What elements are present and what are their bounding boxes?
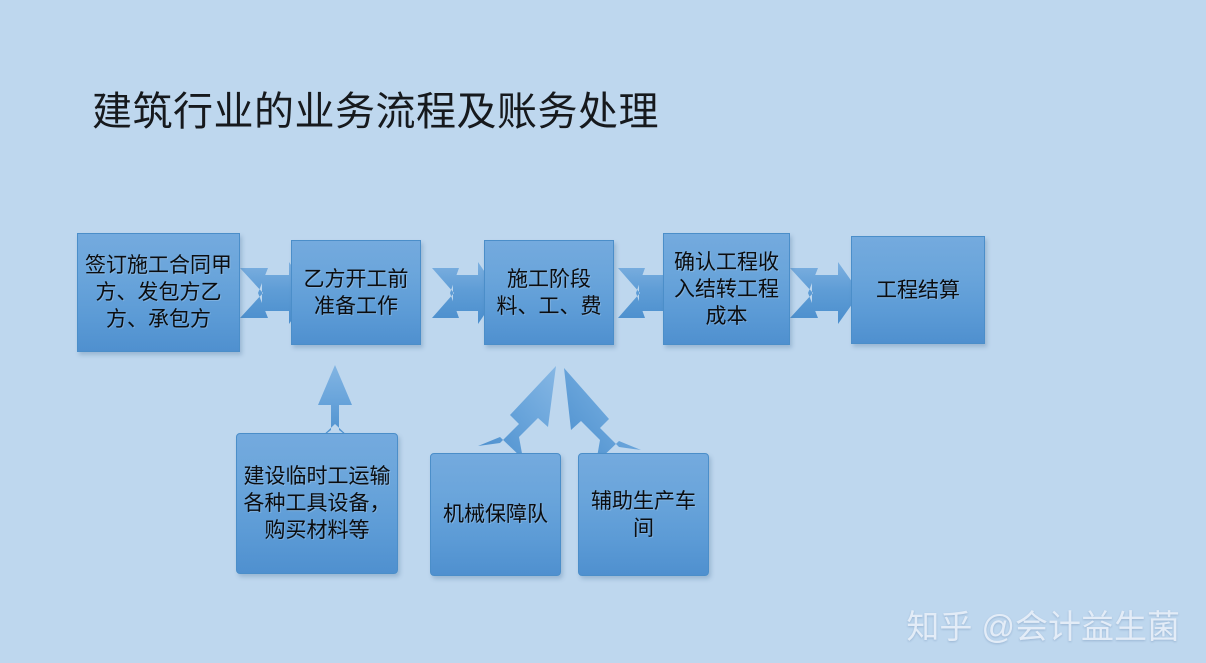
arrow-machinery-to-construct: [478, 366, 556, 459]
node-auxiliary[interactable]: 辅助生产车间: [578, 453, 709, 576]
arrow-revenue-to-settlement: [790, 262, 860, 324]
node-prep[interactable]: 乙方开工前准备工作: [291, 240, 421, 345]
node-temp-works-label: 建设临时工运输各种工具设备，购买材料等: [243, 465, 391, 542]
page-title: 建筑行业的业务流程及账务处理: [92, 90, 659, 134]
node-machinery[interactable]: 机械保障队: [430, 453, 561, 576]
zhihu-watermark: 知乎 @会计益生菌: [906, 608, 1180, 645]
node-settlement-label: 工程结算: [876, 278, 960, 302]
node-contract-label: 签订施工合同甲方、发包方乙方、承包方: [85, 254, 232, 331]
arrow-auxiliary-to-construct: [564, 368, 641, 463]
node-machinery-label: 机械保障队: [443, 503, 548, 526]
node-temp-works[interactable]: 建设临时工运输各种工具设备，购买材料等: [236, 433, 398, 574]
node-revenue-label: 确认工程收入结转工程成本: [674, 250, 779, 328]
node-revenue[interactable]: 确认工程收入结转工程成本: [663, 233, 790, 345]
node-contract[interactable]: 签订施工合同甲方、发包方乙方、承包方: [77, 233, 240, 352]
arrow-temp-works-to-prep: [318, 365, 352, 440]
node-construct-label: 施工阶段料、工、费: [496, 267, 602, 318]
node-auxiliary-label: 辅助生产车间: [591, 489, 696, 540]
node-settlement[interactable]: 工程结算: [851, 236, 985, 344]
node-prep-label: 乙方开工前准备工作: [303, 267, 409, 318]
node-construct[interactable]: 施工阶段料、工、费: [484, 240, 614, 345]
